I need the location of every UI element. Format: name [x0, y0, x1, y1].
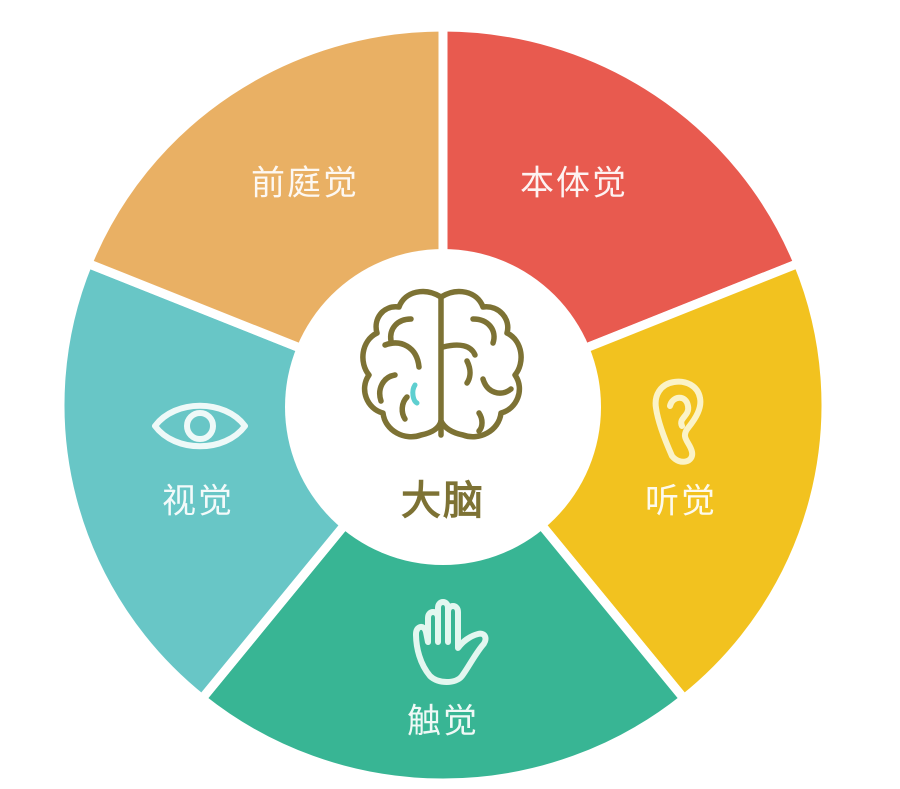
- brain-icon: [360, 288, 524, 440]
- label-proprioception: 本体觉: [520, 163, 628, 204]
- segment-touch: [197, 400, 689, 788]
- label-touch: 触觉: [407, 701, 479, 742]
- ear-icon: [652, 378, 704, 465]
- eye-icon: [152, 402, 248, 450]
- hand-icon: [413, 599, 489, 685]
- label-vision: 视觉: [162, 481, 234, 522]
- label-hearing: 听觉: [645, 481, 717, 522]
- brain-accent-mark: [410, 382, 420, 406]
- label-vestibular: 前庭觉: [251, 163, 359, 204]
- center-label-brain: 大脑: [401, 478, 485, 524]
